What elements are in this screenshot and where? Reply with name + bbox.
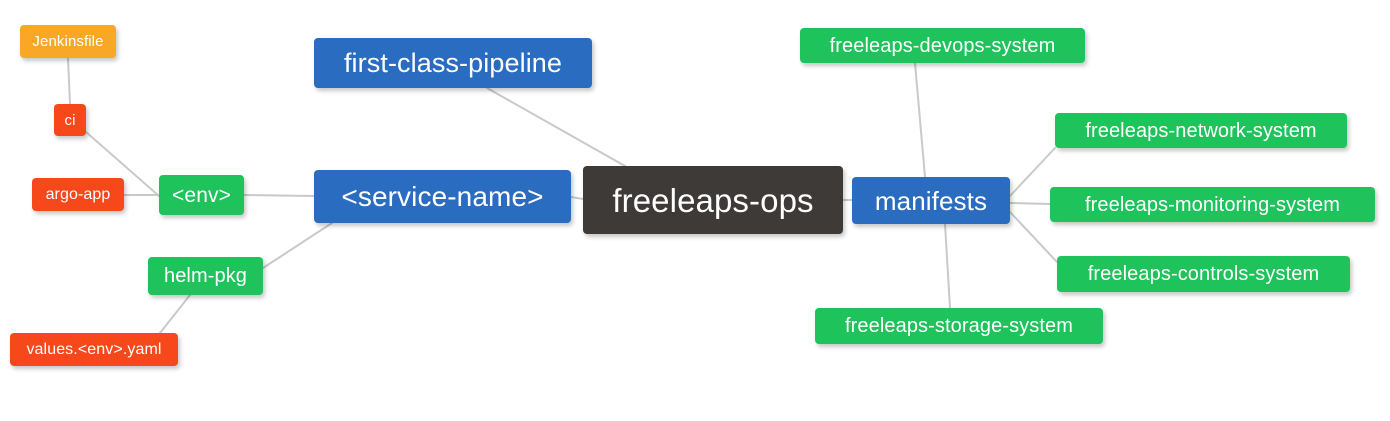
mindmap-edge-service-name-to-freeleaps-ops — [570, 196, 584, 200]
mindmap-edge-first-class-pipeline-to-freeleaps-ops — [486, 87, 626, 167]
mindmap-node-manifests[interactable]: manifests — [852, 177, 1010, 224]
mindmap-node-jenkinsfile[interactable]: Jenkinsfile — [20, 25, 116, 58]
mindmap-edge-jenkinsfile-to-ci — [67, 57, 71, 105]
mindmap-node-argo-app[interactable]: argo-app — [32, 178, 124, 211]
mindmap-edge-env-to-service-name — [243, 194, 315, 197]
mindmap-node-monitoring-system[interactable]: freeleaps-monitoring-system — [1050, 187, 1375, 222]
mindmap-node-ci[interactable]: ci — [54, 104, 86, 136]
mindmap-edge-manifests-to-monitoring-system — [1009, 202, 1051, 205]
mindmap-node-network-system[interactable]: freeleaps-network-system — [1055, 113, 1347, 148]
mindmap-node-controls-system[interactable]: freeleaps-controls-system — [1057, 256, 1350, 292]
mindmap-node-service-name[interactable]: <service-name> — [314, 170, 571, 223]
mindmap-edge-values-yaml-to-helm-pkg — [159, 294, 191, 334]
mindmap-node-values-yaml[interactable]: values.<env>.yaml — [10, 333, 178, 366]
mindmap-edge-manifests-to-storage-system — [944, 223, 951, 309]
mindmap-edge-helm-pkg-to-service-name — [262, 222, 333, 269]
mindmap-node-devops-system[interactable]: freeleaps-devops-system — [800, 28, 1085, 63]
mindmap-edge-manifests-to-network-system — [1009, 147, 1056, 197]
mindmap-edge-manifests-to-devops-system — [914, 62, 926, 178]
mindmap-node-first-class-pipeline[interactable]: first-class-pipeline — [314, 38, 592, 88]
mindmap-node-env[interactable]: <env> — [159, 175, 244, 215]
mindmap-node-storage-system[interactable]: freeleaps-storage-system — [815, 308, 1103, 344]
mindmap-node-helm-pkg[interactable]: helm-pkg — [148, 257, 263, 295]
mindmap-node-freeleaps-ops[interactable]: freeleaps-ops — [583, 166, 843, 234]
